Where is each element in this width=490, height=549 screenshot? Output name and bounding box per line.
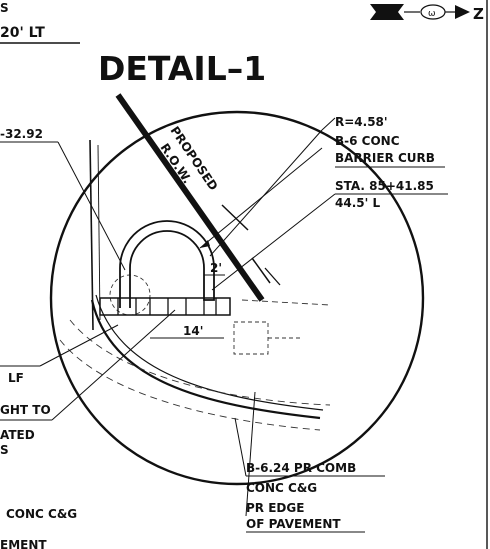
left-station-fragment: -32.92: [0, 127, 43, 141]
existing-box-dashed: [233, 321, 269, 355]
curb-strip: [99, 297, 231, 316]
left-ement-label: EMENT: [0, 538, 47, 549]
left-station-leader: [57, 141, 126, 271]
curb-return-outer: [90, 299, 321, 420]
left-ght-to-label: GHT TO: [0, 403, 51, 417]
detail-circle: [49, 110, 425, 486]
north-letter: Z: [473, 5, 484, 23]
header-offset-label: 20' LT: [0, 25, 45, 41]
dim-2ft-label: 2': [210, 261, 222, 275]
edge-leader: [245, 391, 256, 517]
radius-label: R=4.58': [335, 115, 388, 129]
comb-label-1: B-6.24 PR COMB: [246, 461, 356, 475]
curb-desc-label: BARRIER CURB: [335, 151, 435, 165]
station-label: STA. 85+41.85: [335, 179, 434, 193]
existing-edge-dashed-1: [59, 339, 321, 431]
existing-line-2: [97, 144, 101, 321]
detail-title: DETAIL–1: [98, 49, 266, 88]
svg-text:ω: ω: [428, 9, 436, 19]
row-line: [115, 93, 265, 302]
centerline-dash-3: [264, 267, 281, 286]
radius-leader: [209, 129, 323, 257]
dim-14ft-label: 14': [183, 324, 203, 338]
barrier-curb-u: [119, 220, 215, 308]
curb-strip-ticks: [117, 298, 217, 315]
left-s-label: S: [0, 443, 9, 457]
left-ated-label: ATED: [0, 428, 35, 442]
left-lf-label: LF: [8, 371, 24, 385]
comb-label-2: CONC C&G: [246, 481, 317, 495]
offset-label: 44.5' L: [335, 196, 380, 210]
header-title-fragment: S: [0, 1, 9, 15]
existing-line-dashed-3: [241, 299, 331, 306]
existing-edge-dashed-2: [69, 319, 331, 406]
radius-leader-elbow: [321, 117, 336, 131]
existing-line-1: [89, 139, 94, 331]
left-ght-leader: [51, 309, 176, 421]
edge-label-2: OF PAVEMENT: [246, 517, 341, 531]
curb-type-label: B-6 CONC: [335, 134, 400, 148]
curb-return-inner: [95, 294, 324, 411]
centerline-dash-1: [221, 204, 249, 231]
left-conc-cg-label: CONC C&G: [6, 507, 77, 521]
centerline-dash-2: [251, 257, 271, 284]
curb-leader: [199, 147, 323, 249]
north-arrow-icon: ω: [370, 4, 470, 20]
edge-label-1: PR EDGE: [246, 501, 304, 515]
comb-leader: [234, 417, 247, 477]
station-leader: [211, 193, 336, 291]
curb-leader-arrow-icon: [200, 240, 210, 248]
left-lf-leader: [39, 324, 119, 367]
